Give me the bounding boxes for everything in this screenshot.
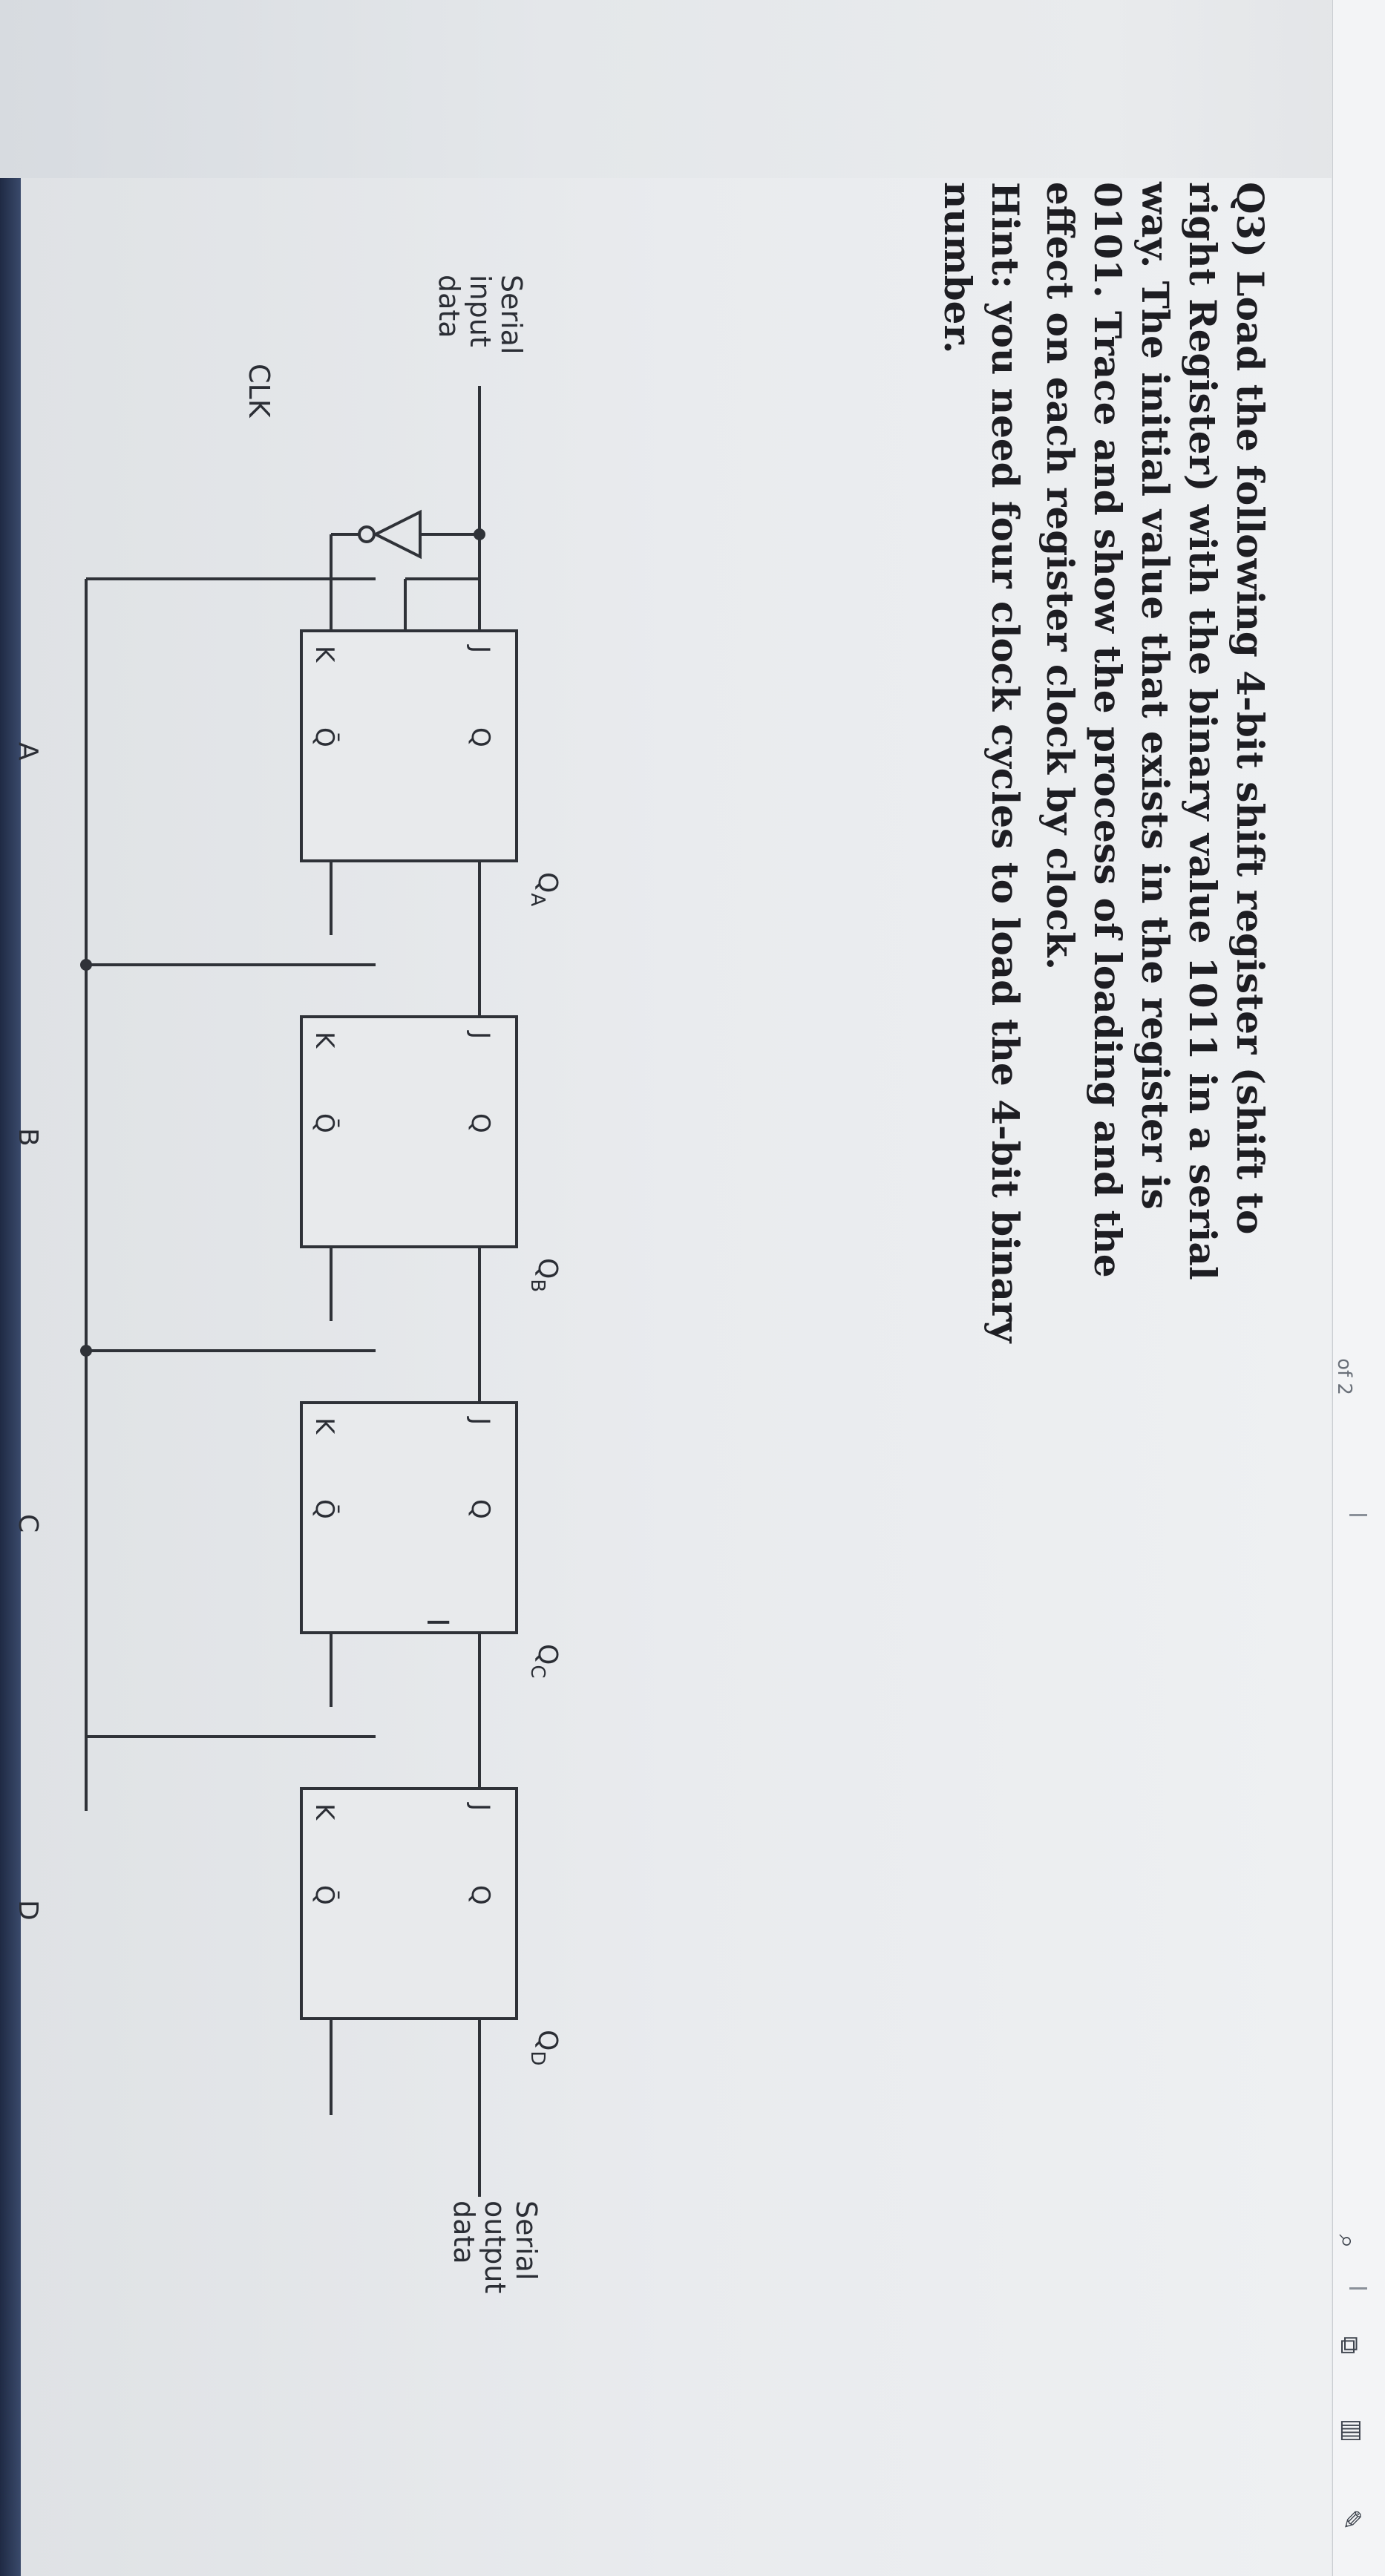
pin-qbar: Q̄ [310,727,340,747]
flip-flop-c-pins: J K Q Q̄ [310,1416,495,1519]
pin-qbar: Q̄ [310,1499,340,1519]
flip-flop-d-pins: J K Q Q̄ [310,1802,495,1905]
inverter-bubble [358,525,376,543]
svg-text:Serial: Serial [510,2200,543,2281]
svg-text:output: output [479,2200,511,2293]
flip-flop-a-pins: J K Q Q̄ [310,644,495,747]
pin-j: J [465,1416,495,1425]
screen-edge [0,178,21,2576]
flip-flop-a [300,629,518,862]
pin-j: J [465,644,495,653]
junction-dots [80,528,485,1357]
pin-k: K [310,646,339,663]
output-label-b: QB [526,1258,563,1292]
pin-k: K [310,1032,339,1049]
clock-label: CLK [243,364,275,419]
pin-qbar: Q̄ [310,1113,340,1133]
text-cursor-icon: I [420,1618,454,1627]
flip-flop-b [300,1015,518,1248]
flip-flop-b-pins: J K Q Q̄ [310,1030,495,1133]
output-label-c: QC [526,1644,563,1679]
block-label-b: B [13,1128,43,1147]
output-label-a: QA [526,872,563,906]
serial-input-label: Serial input data [433,275,528,355]
block-label-c: C [13,1514,43,1533]
pin-k: K [310,1803,339,1821]
pin-j: J [465,1030,495,1039]
svg-text:input: input [464,275,497,347]
svg-text:data: data [433,275,465,338]
flip-flop-boxes [300,629,518,2020]
pin-k: K [310,1418,339,1435]
pin-q: Q [465,727,495,747]
block-label-a: A [13,742,43,761]
serial-output-label: Serial output data [448,2200,543,2293]
flip-flop-d [300,1787,518,2020]
pin-q: Q [465,1885,495,1905]
viewer-toolbar: ⌕ ⧉ ▥ ✎ of 2 [1332,0,1385,2576]
flip-flop-c [300,1401,518,1634]
pin-q: Q [465,1499,495,1519]
pin-q: Q [465,1113,495,1133]
pin-j: J [465,1802,495,1811]
svg-text:Serial: Serial [495,275,528,355]
svg-text:data: data [448,2200,480,2264]
toolbar-divider [1349,2287,1367,2290]
toolbar-divider [1349,1514,1367,1516]
block-label-d: D [13,1900,43,1921]
pin-qbar: Q̄ [310,1885,340,1905]
output-label-d: QD [526,2030,563,2065]
inverter-triangle [372,509,422,560]
